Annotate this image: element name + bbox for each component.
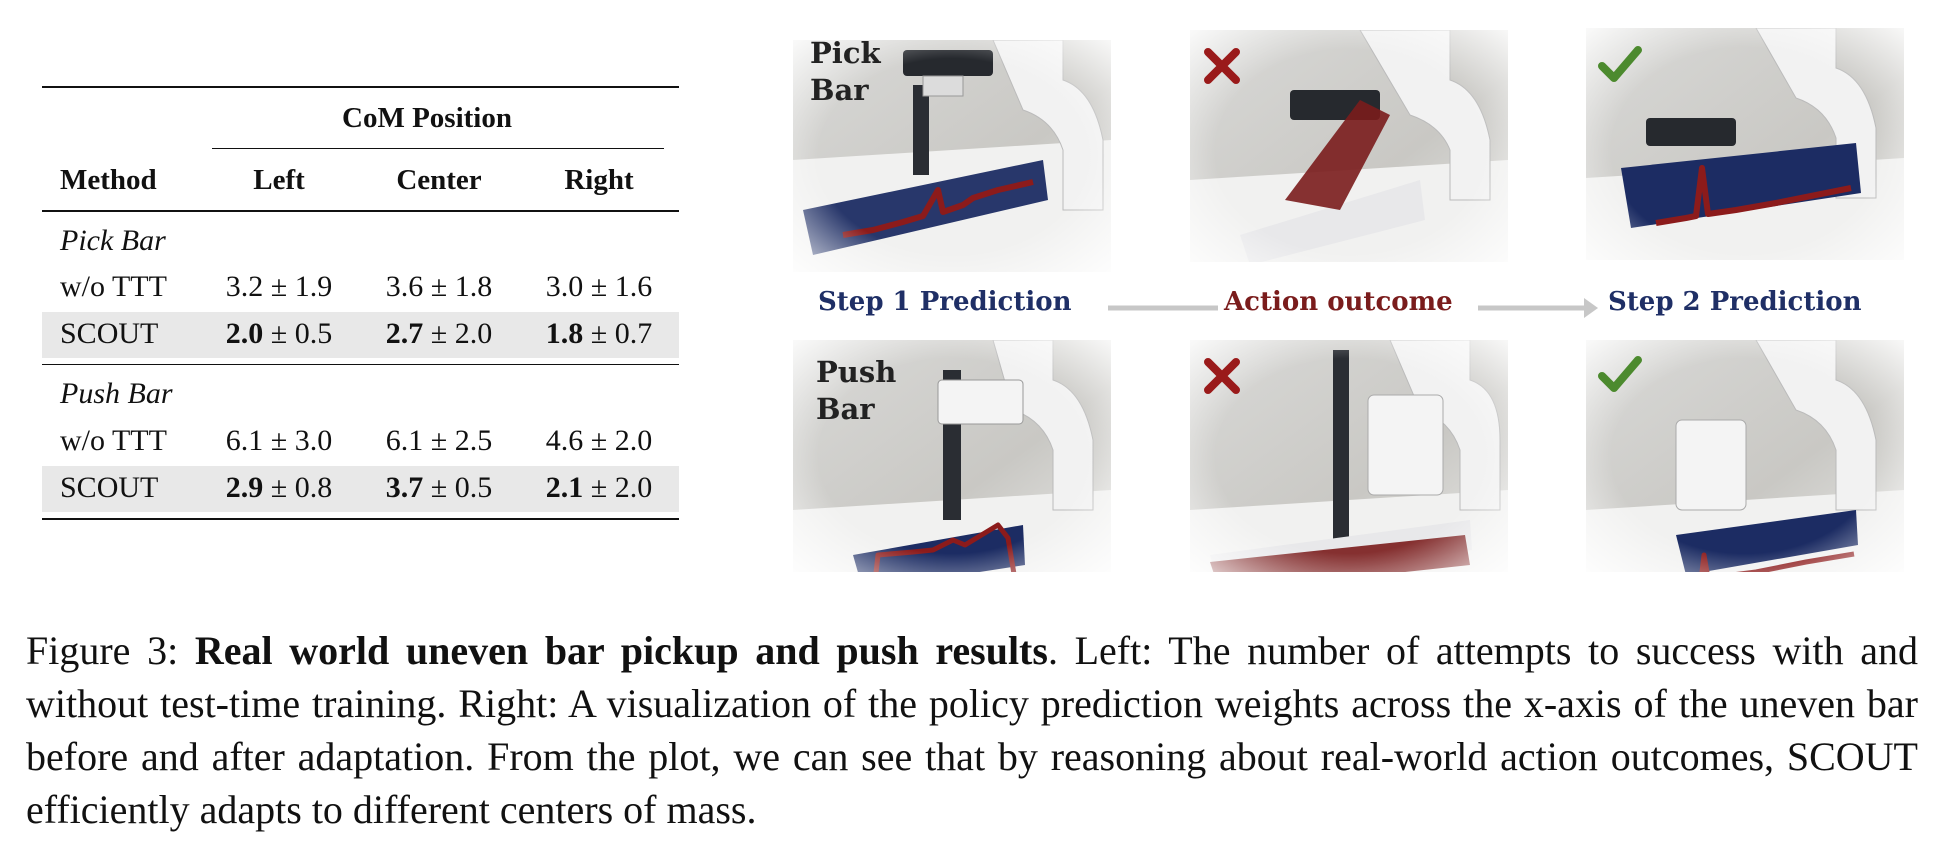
header-rule: [42, 210, 679, 212]
cell-value: 3.6 ± 1.8: [385, 270, 493, 303]
col-header-right: Right: [564, 164, 634, 196]
bottom-rule: [42, 518, 679, 520]
caption-body: . Left: The number of attempts to succes…: [26, 628, 1918, 832]
cell-value: 3.0 ± 1.6: [545, 270, 653, 303]
group-rule: [212, 148, 664, 149]
cell-value: 3.2 ± 1.9: [225, 270, 333, 303]
row-method: w/o TTT: [60, 270, 167, 303]
panel-push-step1: [793, 340, 1111, 572]
panel-pick-step1: [793, 40, 1111, 272]
section-label-push-bar: Push Bar: [60, 377, 173, 410]
step2-label: Step 2 Prediction: [1608, 287, 1862, 317]
cell-value: 4.6 ± 2.0: [545, 424, 653, 457]
col-header-method: Method: [60, 164, 157, 196]
cross-icon: [1204, 48, 1240, 89]
cell-value: 2.9 ± 0.8: [225, 471, 333, 504]
cell-value: 1.8 ± 0.7: [545, 317, 653, 350]
step1-label: Step 1 Prediction: [818, 287, 1072, 317]
cell-value: 2.1 ± 2.0: [545, 471, 653, 504]
check-icon: [1598, 354, 1642, 399]
col-header-center: Center: [396, 164, 482, 196]
panel-push-outcome: [1190, 340, 1508, 572]
cell-value: 3.7 ± 0.5: [385, 471, 493, 504]
panel-push-step2: [1586, 340, 1904, 572]
top-rule: [42, 86, 679, 88]
row-method: SCOUT: [60, 317, 159, 350]
outcome-label: Action outcome: [1224, 287, 1453, 317]
panel-pick-outcome: [1190, 30, 1508, 262]
panel-pick-step2: [1586, 28, 1904, 260]
caption-prefix: Figure 3:: [26, 628, 195, 673]
figure-caption: Figure 3: Real world uneven bar pickup a…: [26, 624, 1918, 836]
col-header-left: Left: [253, 164, 305, 196]
cross-icon: [1204, 358, 1240, 399]
section-label-pick-bar: Pick Bar: [60, 224, 166, 257]
section-rule: [42, 364, 679, 365]
caption-title: Real world uneven bar pickup and push re…: [194, 628, 1048, 673]
highlight-row: [42, 466, 679, 512]
cell-value: 2.0 ± 0.5: [225, 317, 333, 350]
group-header: CoM Position: [342, 102, 512, 134]
cell-value: 2.7 ± 2.0: [385, 317, 493, 350]
flow-arrow: [1108, 298, 1598, 318]
row-method: SCOUT: [60, 471, 159, 504]
cell-value: 6.1 ± 2.5: [385, 424, 493, 457]
cell-value: 6.1 ± 3.0: [225, 424, 333, 457]
highlight-row: [42, 312, 679, 358]
check-icon: [1598, 44, 1642, 89]
row-method: w/o TTT: [60, 424, 167, 457]
